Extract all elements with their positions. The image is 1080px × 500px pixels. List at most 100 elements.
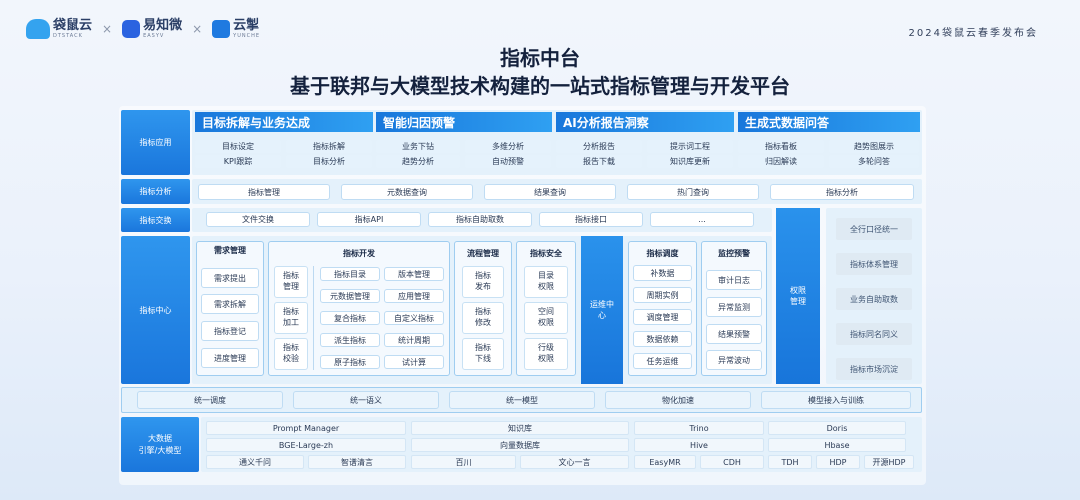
dev-divider [313,266,314,370]
dev-left-item: 指标 加工 [274,302,308,334]
analysis-item: 热门查询 [627,184,759,200]
app-item: 分析报告 [556,140,642,153]
ops-center-column: 运维中 心 [581,236,623,384]
app-item: 报告下载 [556,155,642,168]
exchange-item: 指标API [317,212,421,227]
flow-item: 指标 下线 [462,338,504,370]
logo-separator: × [192,22,203,36]
logo-separator: × [102,22,113,36]
schedule-item: 补数据 [633,265,692,281]
security-item: 空间 权限 [524,302,568,334]
row-label-center: 指标中心 [121,236,190,384]
app-item: KPI跟踪 [195,155,281,168]
monitor-item: 审计日志 [706,270,762,290]
app-item: 目标设定 [195,140,281,153]
logo-easyv-en: EASYV [143,33,165,39]
schedule-item: 数据依赖 [633,331,692,347]
analysis-item: 指标管理 [198,184,330,200]
bigdata-item: TDH [768,455,812,469]
row-label-analysis: 指标分析 [121,179,190,204]
app-section-title: 生成式数据问答 [738,112,920,132]
dev-grid-item: 统计周期 [384,333,444,347]
demand-item: 需求拆解 [201,294,259,314]
flow-item: 指标 发布 [462,266,504,298]
logo-dtstack-name: 袋鼠云 [53,18,93,33]
analysis-item: 结果查询 [484,184,616,200]
permission-column: 权限 管理 [776,208,820,384]
schedule-item: 调度管理 [633,309,692,325]
logo-dtstack: 袋鼠云 DTSTACK [26,19,92,39]
unified-item: 统一语义 [293,391,439,409]
analysis-item: 元数据查询 [341,184,473,200]
app-section-title: 目标拆解与业务达成 [195,112,373,132]
logo-dtstack-en: DTSTACK [53,33,83,39]
right-column-item: 业务自助取数 [836,288,912,310]
dev-grid-item: 版本管理 [384,267,444,281]
dev-grid-item: 元数据管理 [320,289,380,303]
dev-left-item: 指标 管理 [274,266,308,298]
security-item: 行级 权限 [524,338,568,370]
app-item: 趋势图展示 [829,140,919,153]
app-section-title: AI分析报告洞察 [556,112,734,132]
unified-item: 模型接入与训练 [761,391,911,409]
analysis-item: 指标分析 [770,184,914,200]
row-label-exchange: 指标交换 [121,208,190,232]
page-subtitle: 基于联邦与大模型技术构建的一站式指标管理与开发平台 [290,74,790,98]
yunche-y-icon [212,20,231,38]
demand-item: 进度管理 [201,348,259,368]
security-item: 目录 权限 [524,266,568,298]
schedule-item: 任务运维 [633,353,692,369]
app-item: 归因解读 [738,155,824,168]
bigdata-item: 向量数据库 [411,438,629,452]
bigdata-item: HDP [816,455,860,469]
event-name: 2024袋鼠云春季发布会 [908,28,1038,39]
app-item: 多维分析 [465,140,551,153]
security-group-title: 指标安全 [530,249,562,258]
dev-grid-item: 自定义指标 [384,311,444,325]
app-item: 业务下钻 [376,140,460,153]
bigdata-item: 知识库 [411,421,629,435]
monitor-item: 异常波动 [706,350,762,370]
logo-yunche: 云掣 YUNCHE [212,19,260,39]
app-item: 指标看板 [738,140,824,153]
logo-yunche-name: 云掣 [233,18,260,33]
app-item: 多轮问答 [829,155,919,168]
logo-easyv-name: 易知微 [143,18,183,33]
bigdata-item: Hive [634,438,764,452]
schedule-item: 周期实例 [633,287,692,303]
bigdata-item: 开源HDP [864,455,914,469]
flow-group-title: 流程管理 [467,249,499,258]
demand-group-title: 需求管理 [214,246,246,255]
unified-item: 物化加速 [605,391,751,409]
bigdata-item: CDH [700,455,764,469]
exchange-item: 文件交换 [206,212,310,227]
right-column-item: 指标同名同义 [836,323,912,345]
page-title: 指标中台 [500,46,580,70]
right-column-item: 指标体系管理 [836,253,912,275]
monitor-group-title: 监控预警 [718,249,750,258]
exchange-item: 指标自助取数 [428,212,532,227]
monitor-item: 异常监测 [706,297,762,317]
app-item: 自动预警 [465,155,551,168]
bigdata-item: BGE-Large-zh [206,438,406,452]
demand-item: 指标登记 [201,321,259,341]
dev-grid-item: 复合指标 [320,311,380,325]
bigdata-item: 智谱清言 [308,455,406,469]
logo-yunche-en: YUNCHE [233,33,261,39]
app-section-title: 智能归因预警 [376,112,552,132]
dev-grid-item: 派生指标 [320,333,380,347]
right-column-item: 指标市场沉淀 [836,358,912,380]
app-item: 知识库更新 [647,155,733,168]
bigdata-item: EasyMR [634,455,696,469]
dev-grid-item: 指标目录 [320,267,380,281]
monitor-item: 结果预警 [706,324,762,344]
app-item: 目标分析 [286,155,372,168]
dev-grid-item: 试计算 [384,355,444,369]
dev-grid-item: 原子指标 [320,355,380,369]
dev-grid-item: 应用管理 [384,289,444,303]
exchange-item: ... [650,212,754,227]
demand-item: 需求提出 [201,268,259,288]
row-label-bigdata: 大数据 引擎/大模型 [121,417,199,472]
bigdata-item: Hbase [768,438,906,452]
bigdata-item: Prompt Manager [206,421,406,435]
